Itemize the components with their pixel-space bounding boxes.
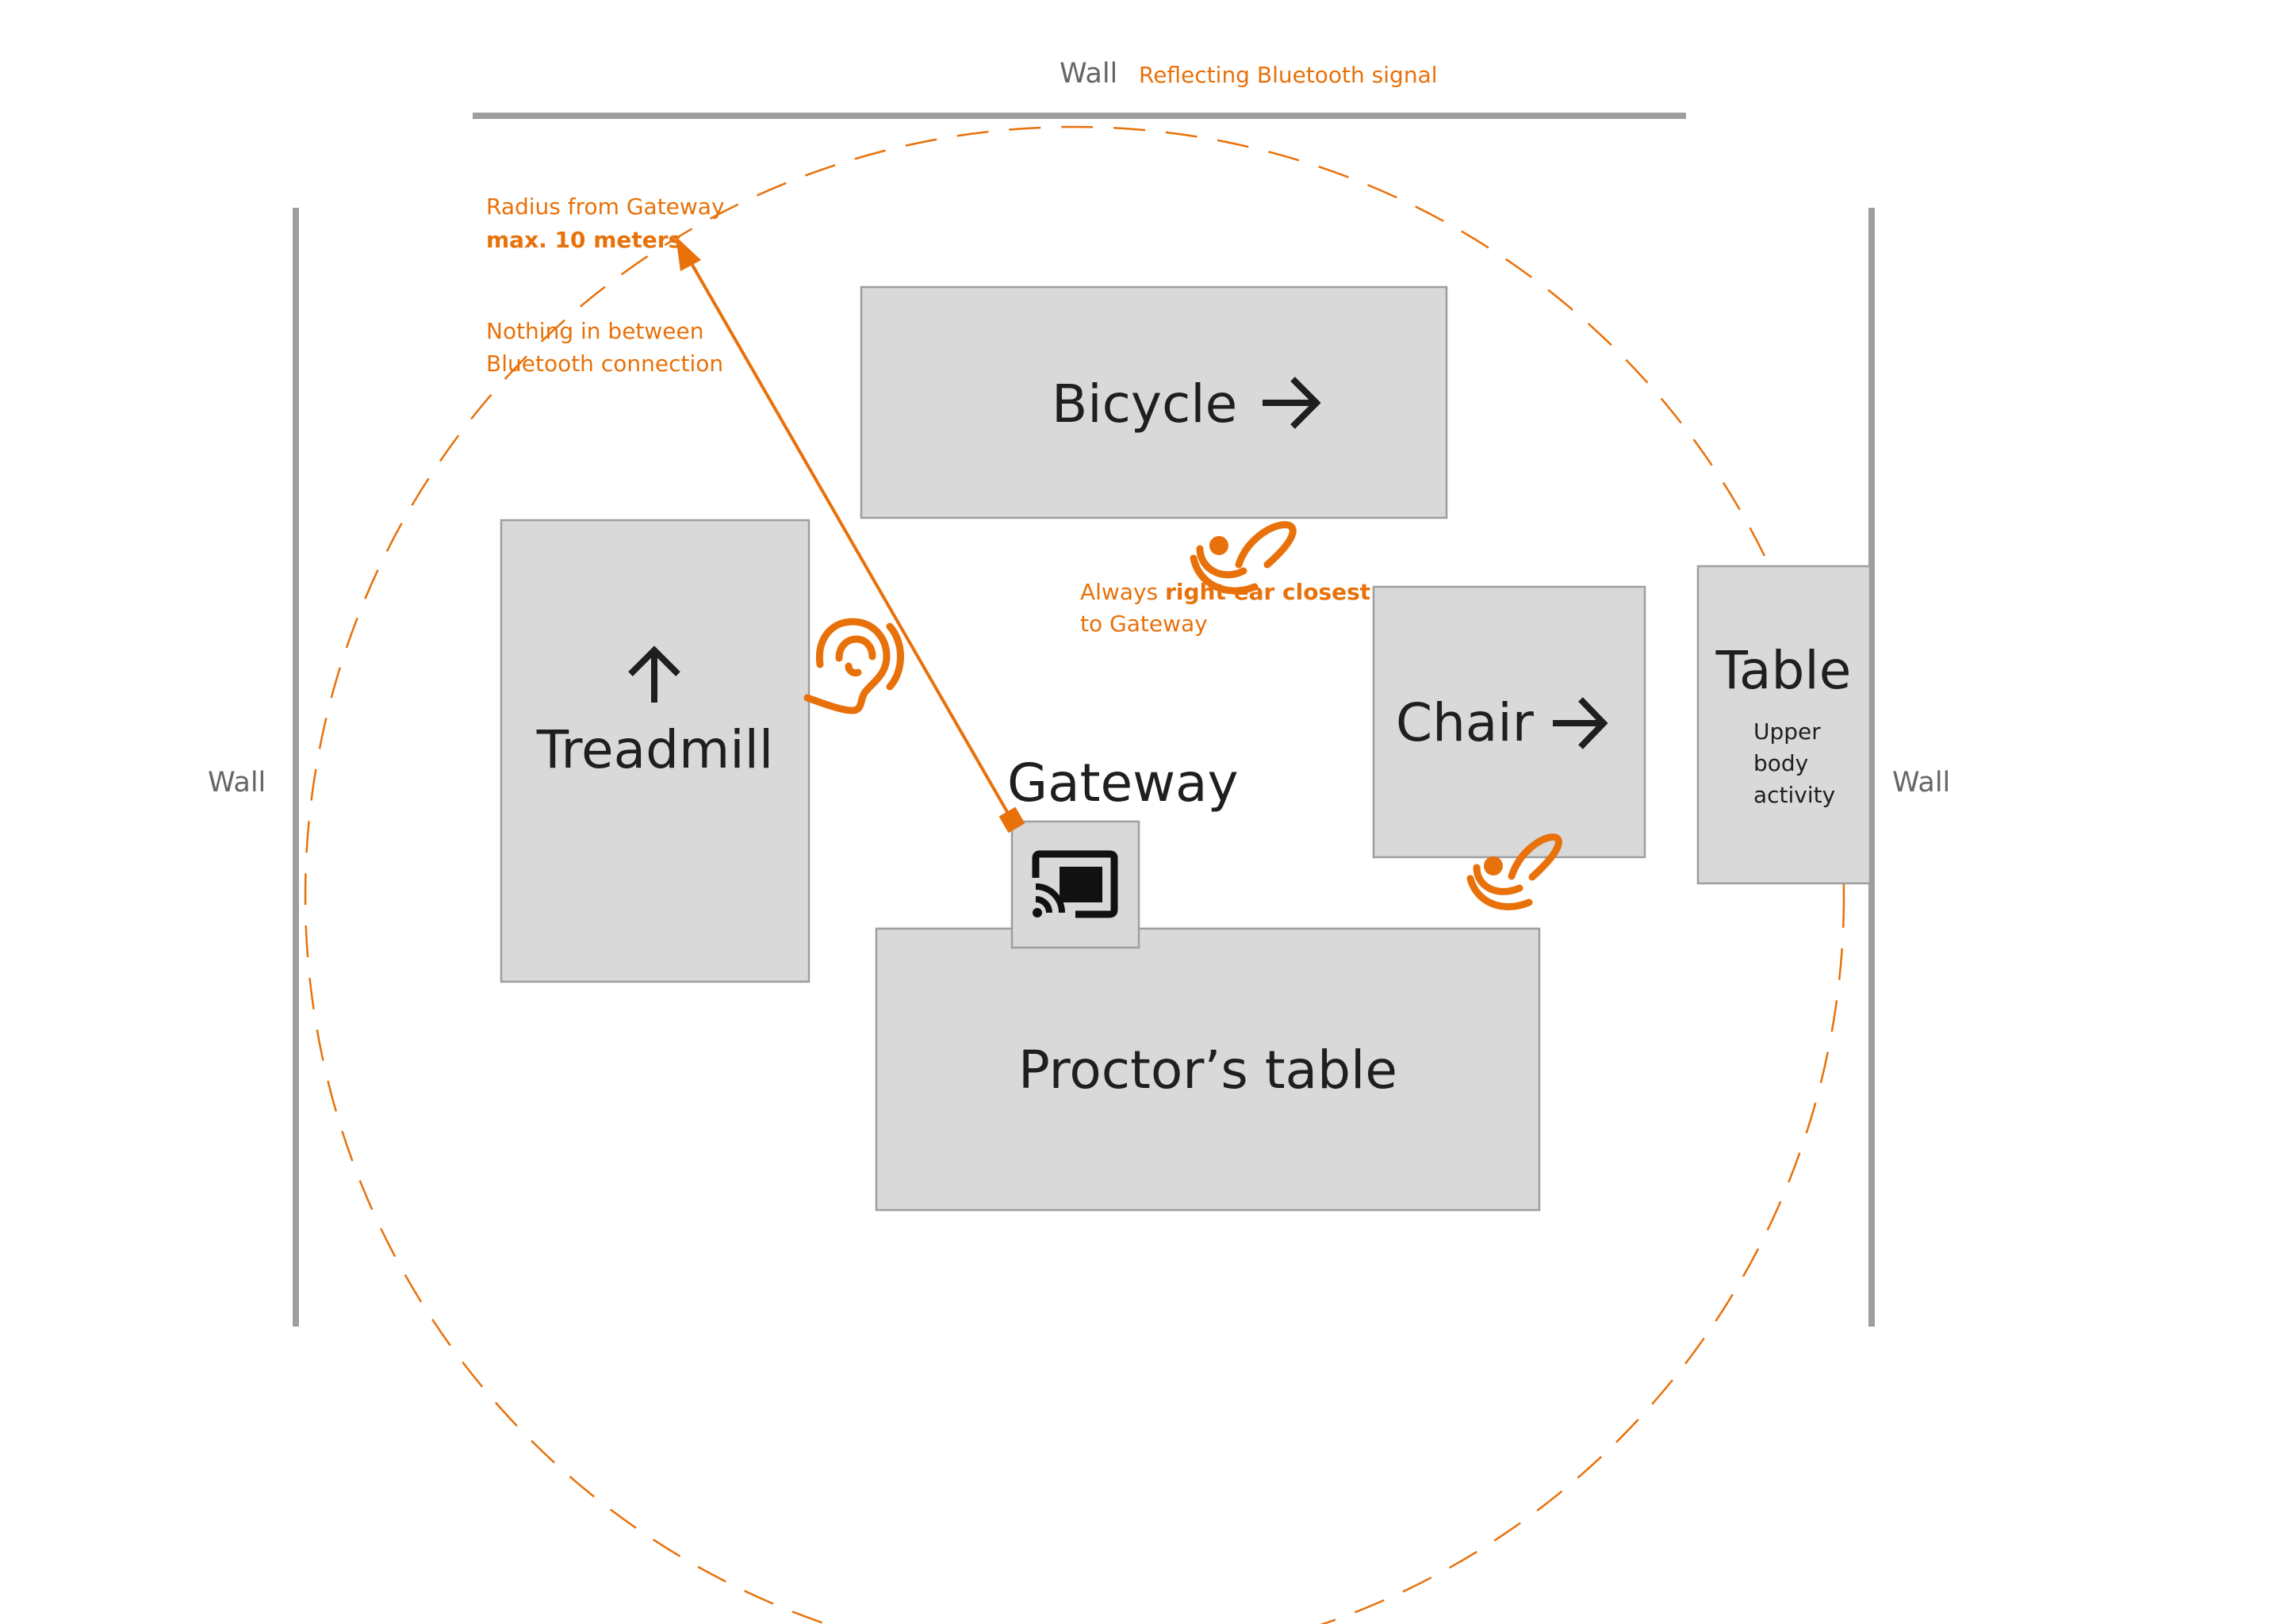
table-note-line1: Upper [1753, 718, 1821, 745]
wall-right-label: Wall [1892, 767, 1950, 799]
chair-station: Chair [1372, 585, 1646, 859]
reflecting-signal-note: Reflecting Bluetooth signal [1139, 62, 1438, 88]
chair-label: Chair [1396, 692, 1535, 753]
arrow-right-icon [1553, 697, 1608, 749]
arrow-right-icon [1263, 377, 1321, 429]
treadmill-label: Treadmill [536, 719, 774, 780]
wall-top-label: Wall [1060, 58, 1117, 90]
table-note-line3: activity [1753, 782, 1835, 808]
bicycle-label: Bicycle [1052, 373, 1237, 435]
gateway: Gateway [1007, 753, 1239, 949]
bicycle-station: Bicycle [860, 285, 1448, 519]
table-note-line2: body [1753, 750, 1808, 776]
ear-icon [803, 618, 904, 714]
arrow-up-icon [628, 645, 680, 703]
proctor-table-label: Proctor’s table [1018, 1040, 1397, 1101]
hearing-aid-icon [1190, 521, 1297, 595]
wall-left-label: Wall [208, 767, 266, 799]
radius-note-line1: Radius from Gateway [486, 193, 725, 220]
cast-icon [1032, 850, 1118, 918]
bluetooth-range-circle [305, 126, 1845, 1624]
radius-arrow [676, 236, 1025, 833]
treadmill-station: Treadmill [500, 519, 811, 983]
hearing-aid-icon [1466, 833, 1562, 910]
ear-note-prefix: Always [1080, 579, 1165, 605]
nothing-between-line1: Nothing in between [486, 318, 704, 344]
gateway-label: Gateway [1007, 753, 1239, 814]
table-label: Table [1715, 640, 1852, 701]
ear-note-line2: to Gateway [1080, 611, 1208, 637]
radius-note-line2: max. 10 meters [486, 227, 681, 253]
ear-note-bold: right ear closest [1165, 579, 1370, 605]
table-station: Table Upper body activity [1696, 565, 1872, 885]
nothing-between-line2: Bluetooth connection [486, 350, 723, 377]
proctor-table: Proctor’s table [875, 927, 1541, 1212]
ear-note-line1: Always right ear closest [1080, 579, 1370, 605]
